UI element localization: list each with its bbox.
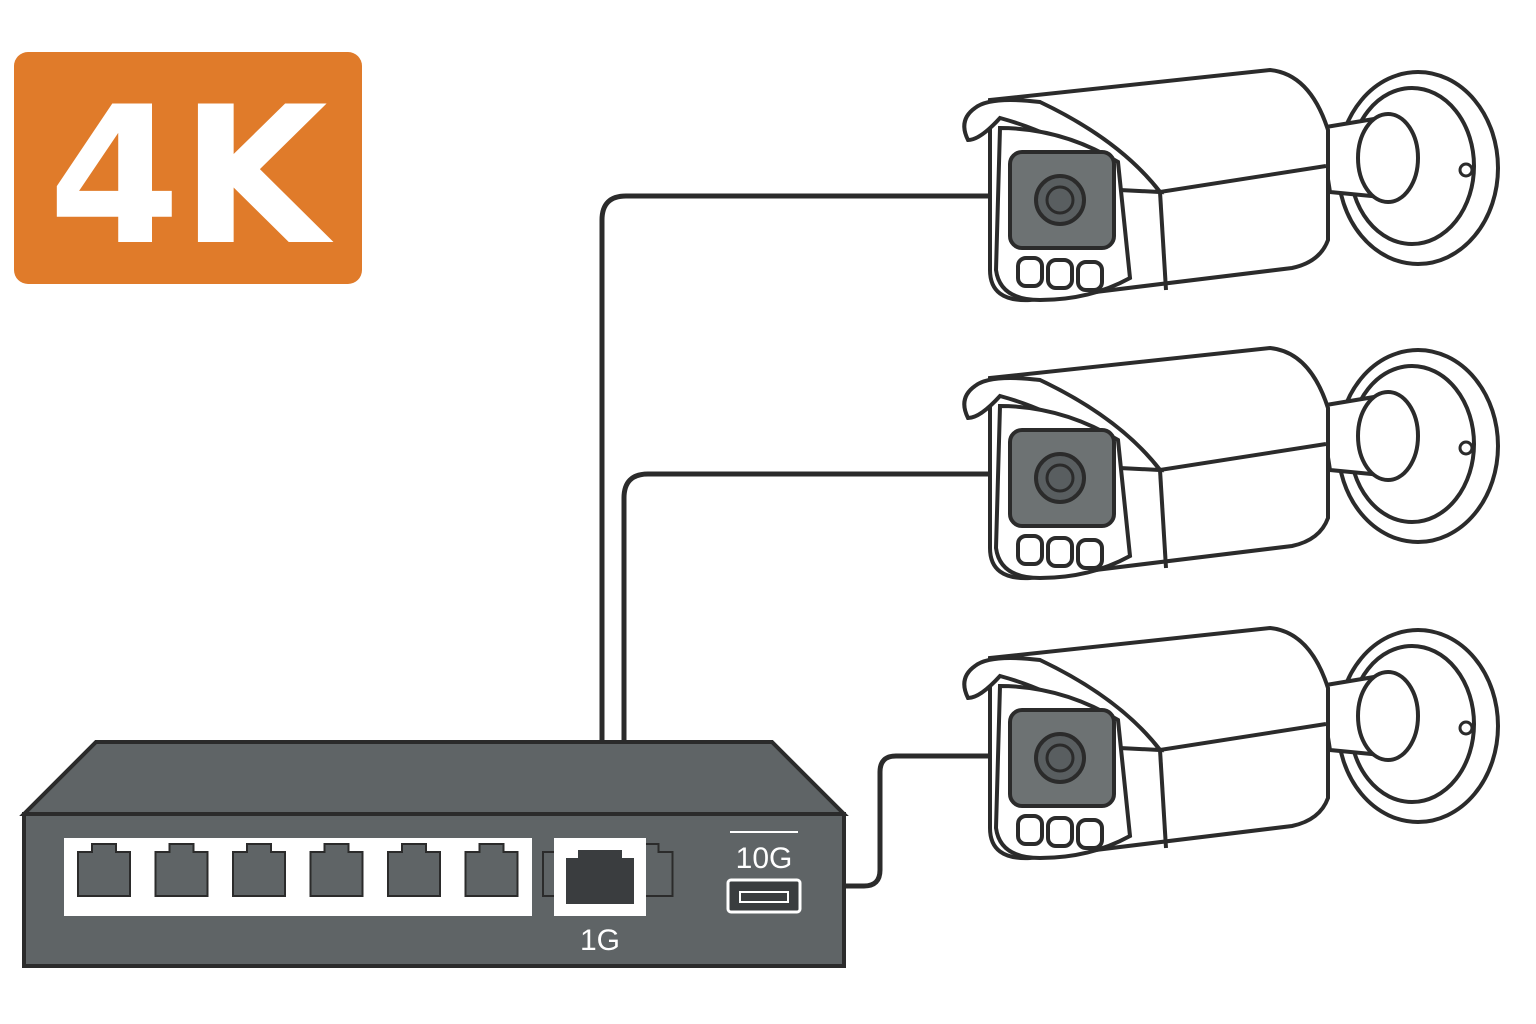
- rj45-port[interactable]: [464, 843, 519, 897]
- cable-camera-2: [621, 471, 994, 742]
- rj45-port[interactable]: [387, 843, 441, 897]
- rj45-port[interactable]: [309, 843, 364, 897]
- bullet-camera-icon: [962, 346, 1500, 581]
- sfp-port[interactable]: [726, 878, 802, 914]
- badge-label: 4K: [48, 66, 333, 287]
- uplink-label: 1G: [580, 924, 620, 957]
- 4k-badge: 4K: [14, 52, 362, 287]
- switch-top: [19, 740, 849, 816]
- network-switch: 1G 10G: [19, 740, 849, 968]
- cables: [599, 193, 994, 889]
- bullet-camera-icon: [962, 626, 1500, 861]
- cable-camera-1: [599, 193, 994, 742]
- rj45-port[interactable]: [77, 843, 131, 897]
- sfp-label: 10G: [736, 842, 793, 875]
- rj45-port-group: [64, 838, 532, 916]
- uplink-port[interactable]: [566, 850, 634, 904]
- cable-camera-3: [846, 753, 994, 889]
- sfp-slot-icon: [739, 891, 789, 903]
- bullet-camera-icon: [962, 68, 1500, 303]
- rj45-port[interactable]: [232, 843, 286, 897]
- badge-background: [14, 52, 362, 284]
- rj45-port[interactable]: [154, 843, 209, 897]
